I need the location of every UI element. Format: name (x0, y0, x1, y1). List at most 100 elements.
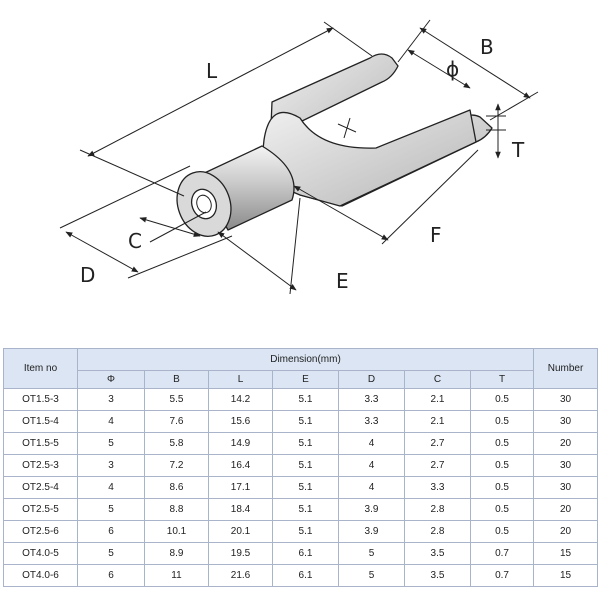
dimension-cell: 18.4 (208, 498, 273, 521)
dimension-cell: 0.5 (469, 454, 535, 477)
header-e: E (272, 370, 339, 389)
dimension-cell: 8.6 (144, 476, 209, 499)
item-no-cell: OT1.5-5 (3, 432, 78, 455)
dimension-cell: 2.7 (404, 432, 471, 455)
header-dimension: Dimension(mm) (76, 348, 535, 371)
number-cell: 20 (533, 520, 599, 543)
dimension-cell: 5.1 (272, 410, 339, 433)
dimension-cell: 2.8 (404, 520, 471, 543)
dimension-cell: 5 (338, 564, 405, 587)
dimension-cell: 0.5 (469, 520, 535, 543)
item-no-cell: OT4.0-5 (3, 542, 78, 565)
dimension-cell: 3.9 (338, 498, 405, 521)
dimension-cell: 0.7 (469, 564, 535, 587)
item-no-cell: OT2.5-6 (3, 520, 78, 543)
dimension-cell: 0.5 (469, 388, 535, 411)
number-cell: 30 (533, 476, 599, 499)
dimension-cell: 5.8 (144, 432, 209, 455)
dimension-cell: 0.7 (469, 542, 535, 565)
dimension-cell: 4 (338, 454, 405, 477)
label-F: F (430, 223, 442, 247)
dimension-lines (59, 19, 539, 295)
dimension-cell: 3 (77, 454, 145, 477)
spade-terminal-diagram: L B ϕ T C D E F (59, 19, 539, 295)
dimension-cell: 6 (77, 564, 145, 587)
dimension-cell: 3 (77, 388, 145, 411)
dimension-cell: 5 (338, 542, 405, 565)
dimension-cell: 14.9 (208, 432, 273, 455)
dimension-cell: 4 (338, 432, 405, 455)
dimension-cell: 0.5 (469, 498, 535, 521)
dimension-cell: 5 (77, 542, 145, 565)
item-no-cell: OT2.5-3 (3, 454, 78, 477)
dimension-cell: 19.5 (208, 542, 273, 565)
number-cell: 30 (533, 454, 599, 477)
dimension-cell: 4 (77, 410, 145, 433)
dimension-cell: 3.5 (404, 564, 471, 587)
dimension-cell: 7.6 (144, 410, 209, 433)
label-C: C (128, 229, 142, 253)
dimension-cell: 4 (77, 476, 145, 499)
dimension-cell: 21.6 (208, 564, 273, 587)
dimension-cell: 8.9 (144, 542, 209, 565)
dimension-labels: L B ϕ T C D E F (80, 35, 525, 293)
dimension-cell: 5.1 (272, 498, 339, 521)
header-t: T (469, 370, 535, 389)
number-cell: 30 (533, 410, 599, 433)
header-d: D (338, 370, 405, 389)
dimension-cell: 6.1 (272, 564, 339, 587)
dimension-cell: 0.5 (469, 410, 535, 433)
item-no-cell: OT2.5-5 (3, 498, 78, 521)
label-phi: ϕ (446, 57, 459, 81)
dimension-cell: 5.5 (144, 388, 209, 411)
label-T: T (511, 138, 525, 162)
dimension-cell: 2.1 (404, 388, 471, 411)
dimension-cell: 0.5 (469, 432, 535, 455)
header-number: Number (533, 348, 599, 389)
item-no-cell: OT1.5-4 (3, 410, 78, 433)
dimension-cell: 3.3 (338, 388, 405, 411)
dimension-cell: 5.1 (272, 454, 339, 477)
number-cell: 20 (533, 498, 599, 521)
dimension-cell: 5 (77, 432, 145, 455)
header-item-no: Item no (3, 348, 78, 389)
dimension-cell: 14.2 (208, 388, 273, 411)
dimension-cell: 3.9 (338, 520, 405, 543)
number-cell: 15 (533, 564, 599, 587)
header-l: L (208, 370, 273, 389)
dimension-cell: 7.2 (144, 454, 209, 477)
dimension-cell: 4 (338, 476, 405, 499)
label-E: E (336, 269, 349, 293)
dimension-cell: 6.1 (272, 542, 339, 565)
number-cell: 15 (533, 542, 599, 565)
dimension-cell: 5.1 (272, 476, 339, 499)
spec-table: Item no Dimension(mm) Number Φ B L E D C… (3, 348, 599, 587)
dimension-cell: 6 (77, 520, 145, 543)
dimension-cell: 15.6 (208, 410, 273, 433)
label-L: L (206, 59, 218, 83)
item-no-cell: OT2.5-4 (3, 476, 78, 499)
dimension-cell: 3.3 (404, 476, 471, 499)
dimension-cell: 11 (144, 564, 209, 587)
dimension-cell: 5 (77, 498, 145, 521)
dimension-cell: 2.7 (404, 454, 471, 477)
dimension-cell: 17.1 (208, 476, 273, 499)
number-cell: 30 (533, 388, 599, 411)
dimension-cell: 20.1 (208, 520, 273, 543)
item-no-cell: OT4.0-6 (3, 564, 78, 587)
dimension-cell: 3.5 (404, 542, 471, 565)
label-B: B (480, 35, 494, 59)
label-D: D (80, 263, 95, 287)
header-b: B (144, 370, 209, 389)
header-c: C (404, 370, 471, 389)
dimension-cell: 5.1 (272, 520, 339, 543)
